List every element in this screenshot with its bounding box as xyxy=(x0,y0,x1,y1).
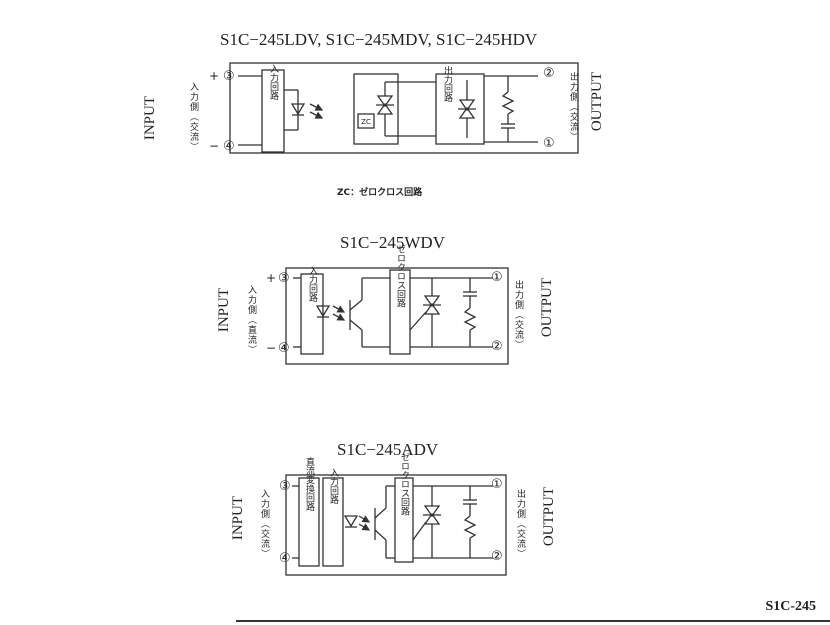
diagram1-light-arrow-icon xyxy=(309,111,324,119)
diagram2-circuit: + − ③ ④ ① ② 入力回路 ゼロクロス回路 xyxy=(266,244,509,365)
diagram2-gate-wire xyxy=(409,311,427,331)
diagram2-zero-cross-box xyxy=(389,269,411,355)
diagram2-output-side-label: 出力側（交流） xyxy=(513,280,523,350)
diagram2-led-icon xyxy=(315,305,331,318)
diagram1-terminal-4: ④ xyxy=(223,139,235,154)
diagram3-light-arrow-icon xyxy=(358,515,371,523)
diagram1-photo-triac-block xyxy=(353,73,399,145)
diagram1-input-circuit-box xyxy=(261,69,285,153)
diagram2-input-circuit-label: 入力回路 xyxy=(307,266,318,303)
diagram1-zc-box xyxy=(357,113,375,129)
diagram1-light-arrow-icon xyxy=(309,103,324,111)
diagram1-input-circuit-label: 入力回路 xyxy=(268,64,279,101)
diagram2-title: S1C−245WDV xyxy=(340,233,445,252)
diagram1-title: S1C−245LDV, S1C−245MDV, S1C−245HDV xyxy=(220,30,538,49)
diagram2-terminal-2: ② xyxy=(491,339,503,354)
diagram3-terminal-3: ③ xyxy=(279,479,291,494)
diagram2-light-arrow-icon xyxy=(332,313,346,321)
diagram1-terminal-2: ② xyxy=(543,66,555,81)
diagram1-outer-frame xyxy=(229,62,579,154)
diagram1-circuit: + − ③ ④ ② ① 入力回路 ZC xyxy=(209,62,579,154)
diagram3-terminal-2: ② xyxy=(491,549,503,564)
diagram3-phototransistor-icon xyxy=(374,529,387,541)
diagram2-plus-sign: + xyxy=(266,271,276,285)
diagram3-circuit: ③ ④ ① ② 直流変換回路 入力回路 ゼロクロス回路 xyxy=(279,452,507,576)
diagram3-zero-cross-box xyxy=(394,477,414,563)
diagram2-input-circuit-box xyxy=(300,273,324,355)
diagram2-terminal-1: ① xyxy=(491,270,503,285)
diagram2-minus-sign: − xyxy=(266,341,276,355)
diagram1-zc-note: ZC：ゼロクロス回路 xyxy=(337,188,423,198)
diagram3-input-side-label: 入力側（交流） xyxy=(259,489,269,559)
diagram3-outer-frame xyxy=(285,474,507,576)
diagram2-phototransistor-icon xyxy=(349,299,363,311)
diagram3-gate-wire xyxy=(412,521,427,541)
diagram3-zero-cross-label: ゼロクロス回路 xyxy=(399,452,410,516)
diagram1-input-side-label: 入力側（交流） xyxy=(188,82,198,152)
diagram2-outer-frame xyxy=(285,267,509,365)
footer-rule xyxy=(236,620,830,622)
diagram3-phototransistor-icon xyxy=(374,507,387,519)
diagram1-terminal-3: ③ xyxy=(223,69,235,84)
diagram2-input-side-label: 入力側（直流） xyxy=(246,285,256,355)
diagram1-output-circuit-label: 出力回路 xyxy=(442,65,453,103)
diagram3-output-side-label: 出力側（交流） xyxy=(515,489,525,559)
diagram3-led-icon xyxy=(343,515,359,528)
diagram1-plus-sign: + xyxy=(209,69,219,83)
diagram1-resistor-icon xyxy=(501,91,515,115)
diagram3-dc-conversion-box xyxy=(298,477,320,567)
diagram3-title: S1C−245ADV xyxy=(337,440,439,459)
diagram2-light-arrow-icon xyxy=(332,305,346,313)
diagram3-light-arrow-icon xyxy=(358,523,371,531)
footer-model-number: S1C-245 xyxy=(765,599,816,614)
diagram3-resistor-icon xyxy=(463,515,477,539)
diagram1-zc-box-label: ZC xyxy=(361,118,371,126)
diagram2-resistor-icon xyxy=(463,307,477,331)
diagram1-terminal-1: ① xyxy=(543,136,555,151)
diagram3-dc-conversion-label: 直流変換回路 xyxy=(304,456,315,512)
diagram2-phototransistor-icon xyxy=(349,319,363,331)
diagram2-zero-cross-label: ゼロクロス回路 xyxy=(395,244,406,308)
diagram1-output-side-label: 出力側（交流） xyxy=(568,72,578,142)
diagram2-terminal-3: ③ xyxy=(278,271,290,286)
diagram3-terminal-1: ① xyxy=(491,477,503,492)
diagram3-input-circuit-label: 入力回路 xyxy=(328,468,339,505)
diagram1-led-icon xyxy=(290,103,306,116)
diagram3-input-circuit-box xyxy=(322,477,344,567)
diagram2-terminal-4: ④ xyxy=(278,341,290,356)
diagram3-terminal-4: ④ xyxy=(279,551,291,566)
diagram1-minus-sign: − xyxy=(209,139,219,153)
